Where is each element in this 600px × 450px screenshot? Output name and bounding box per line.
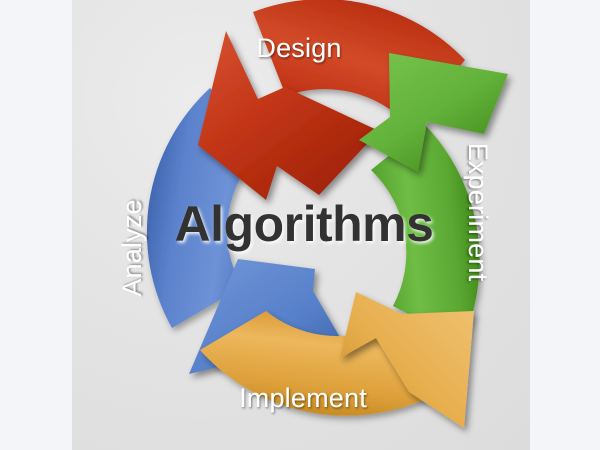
experiment-arrow-label: Experiment [463,143,493,282]
diagram-canvas: Analyze Design Experiment Implement [72,0,530,450]
implement-arrow-label: Implement [239,383,367,413]
stage-arrow-implement[interactable]: Implement [200,292,474,428]
implement-arrow-head [340,292,474,428]
stage-arrow-experiment[interactable]: Experiment [359,53,508,342]
experiment-arrow-body [371,126,480,342]
analyze-arrow-label: Analyze [117,199,147,296]
design-arrow-head [198,31,379,200]
experiment-arrow-head [359,53,508,172]
design-arrow-label: Design [256,33,341,63]
center-title: Algorithms [175,196,434,252]
cycle-diagram: Analyze Design Experiment Implement [117,0,508,428]
